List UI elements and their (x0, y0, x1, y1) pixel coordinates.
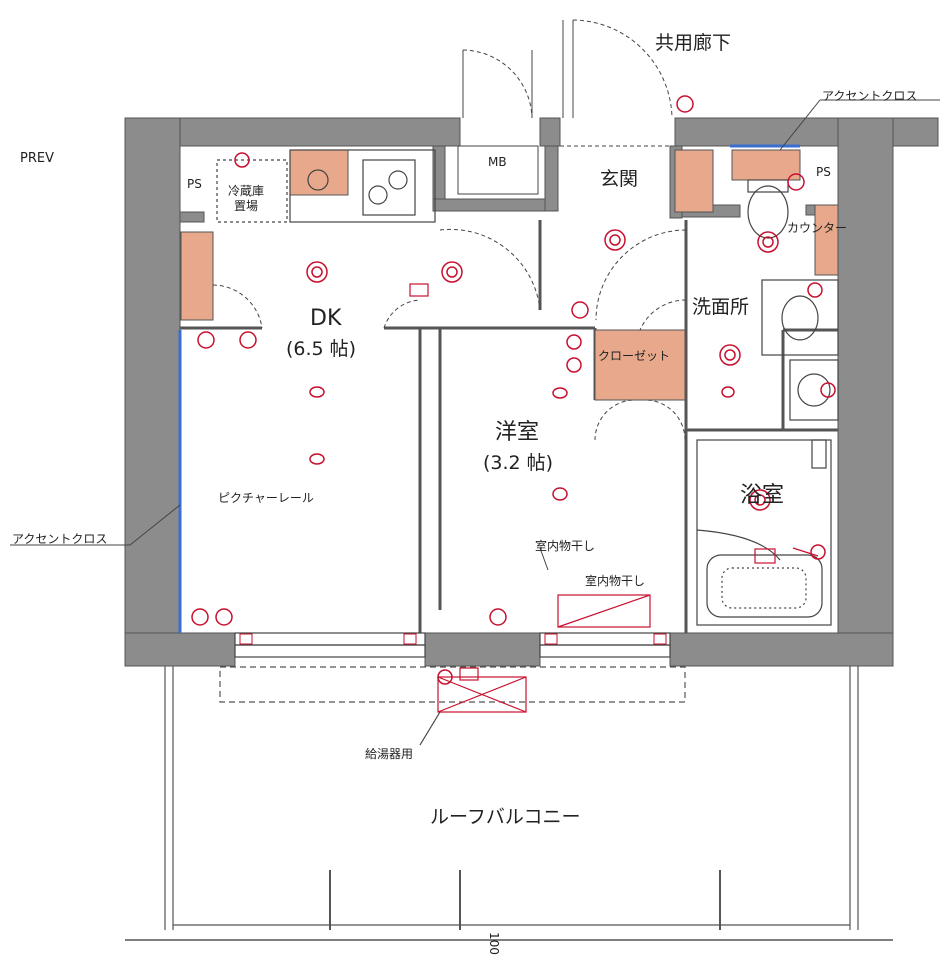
wall-right (837, 117, 894, 667)
picture-rail-label: ピクチャーレール (218, 491, 314, 505)
accent-cross-left-label: アクセントクロス (12, 532, 108, 546)
wall-top-mid (539, 117, 561, 147)
water-heater-label: 給湯器用 (365, 747, 414, 761)
closet-label: クローゼット (598, 349, 671, 363)
kitchen-counter (289, 149, 349, 196)
western-room-size: (3.2 帖) (483, 452, 554, 474)
leaders (10, 99, 940, 571)
washroom-fixtures (761, 279, 839, 421)
bath-fixtures (696, 439, 832, 626)
bath-label: 浴室 (740, 483, 785, 508)
outlets (191, 95, 836, 685)
dk-room-name: DK (310, 306, 342, 331)
counter-label: カウンター (787, 221, 848, 235)
western-room-name: 洋室 (495, 420, 540, 445)
water-heater-unit (419, 676, 527, 746)
wall-left (124, 117, 181, 667)
shoe-cabinet-dk (180, 231, 214, 321)
ps-wall (179, 211, 205, 223)
window-stops (239, 633, 667, 645)
wall-bottom-left (124, 632, 236, 667)
closet-box (594, 329, 686, 401)
indoor-drying-label-2: 室内物干し (585, 574, 646, 588)
corridor-label: 共用廊下 (655, 32, 732, 54)
closet-door (594, 399, 686, 441)
shoe-cabinet-entrance (674, 149, 714, 213)
balcony (125, 666, 893, 941)
kitchen (216, 149, 436, 223)
toilet-shelf (731, 149, 801, 181)
accent-fixtures (180, 149, 839, 401)
dimension-label: 100 (487, 932, 501, 955)
wall-bottom-mid (424, 632, 541, 667)
counter-box (814, 204, 839, 276)
balcony-label: ルーフバルコニー (430, 806, 581, 828)
wall-bottom-right (669, 632, 894, 667)
indoor-drying-label-1: 室内物干し (535, 539, 596, 553)
ceiling-lights (306, 229, 779, 511)
walls (124, 117, 939, 667)
washroom-label: 洗面所 (692, 296, 750, 318)
partitions (178, 144, 838, 633)
mb-wall-right (544, 145, 559, 212)
switch-marks (409, 283, 819, 681)
dk-room-size: (6.5 帖) (286, 338, 357, 360)
ps-right-label: PS (816, 165, 831, 179)
accent-cross-top-label: アクセントクロス (822, 89, 918, 103)
wall-top-left (124, 117, 461, 147)
fridge-space-label: 冷蔵庫 置場 (228, 184, 265, 213)
mb-wall-bottom (432, 198, 559, 212)
indoor-drying-unit (557, 594, 651, 628)
dk-doors (212, 284, 687, 331)
mb-label: MB (488, 155, 507, 169)
windows (234, 632, 671, 658)
entry-area (439, 19, 687, 321)
prev-label: PREV (20, 151, 54, 166)
ps-left-label: PS (187, 177, 202, 191)
wall-top-right (674, 117, 939, 147)
toilet (747, 179, 789, 239)
entrance-label: 玄関 (600, 168, 639, 190)
